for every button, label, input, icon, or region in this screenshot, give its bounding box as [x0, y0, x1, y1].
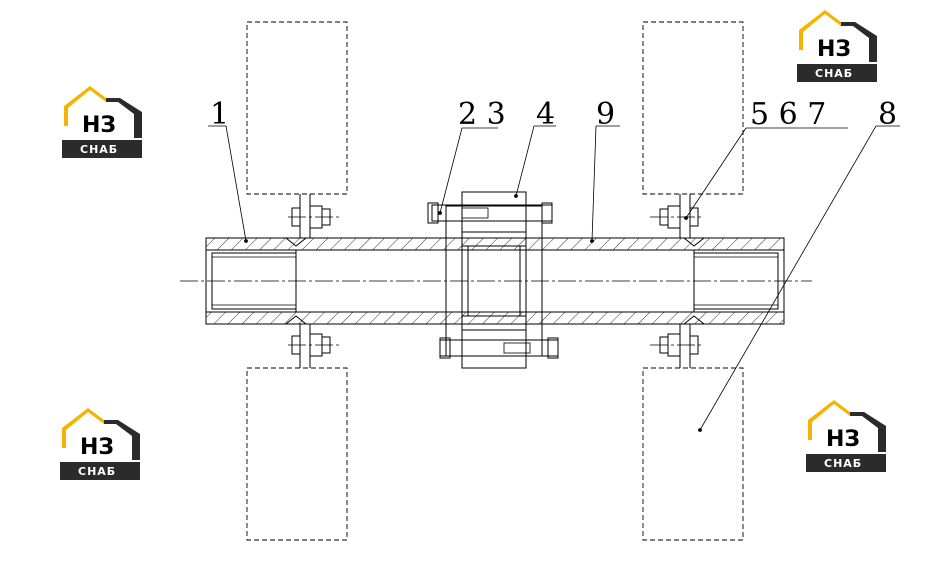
callout-2-3: 2 3: [458, 97, 506, 132]
watermark-logo-top-right: НЗ СНАБ: [797, 10, 877, 82]
svg-text:СНАБ: СНАБ: [78, 465, 116, 478]
right-lower-wheel: [642, 367, 744, 541]
left-lower-wheel: [246, 367, 348, 541]
watermark-logo-upper-left: НЗ СНАБ: [62, 86, 142, 158]
svg-text:СНАБ: СНАБ: [824, 457, 862, 470]
watermark-logo-lower-left: НЗ СНАБ: [60, 408, 140, 480]
svg-text:НЗ: НЗ: [82, 113, 116, 138]
svg-text:СНАБ: СНАБ: [815, 67, 853, 80]
watermark-logo-lower-right: НЗ СНАБ: [806, 400, 886, 472]
left-upper-wheel: [246, 21, 348, 195]
leader-lines: [208, 125, 900, 432]
callout-9: 9: [596, 97, 615, 132]
svg-text:СНАБ: СНАБ: [80, 143, 118, 156]
right-upper-wheel: [642, 21, 744, 195]
svg-text:НЗ: НЗ: [80, 435, 114, 460]
callout-1: 1: [210, 97, 229, 132]
central-coupling: [427, 191, 559, 369]
svg-text:НЗ: НЗ: [826, 427, 860, 452]
callout-5-6-7: 5 6 7: [750, 97, 826, 132]
callout-8: 8: [878, 97, 897, 132]
svg-text:НЗ: НЗ: [817, 37, 851, 62]
callout-4: 4: [536, 97, 555, 132]
flange-bolts: [288, 205, 702, 357]
